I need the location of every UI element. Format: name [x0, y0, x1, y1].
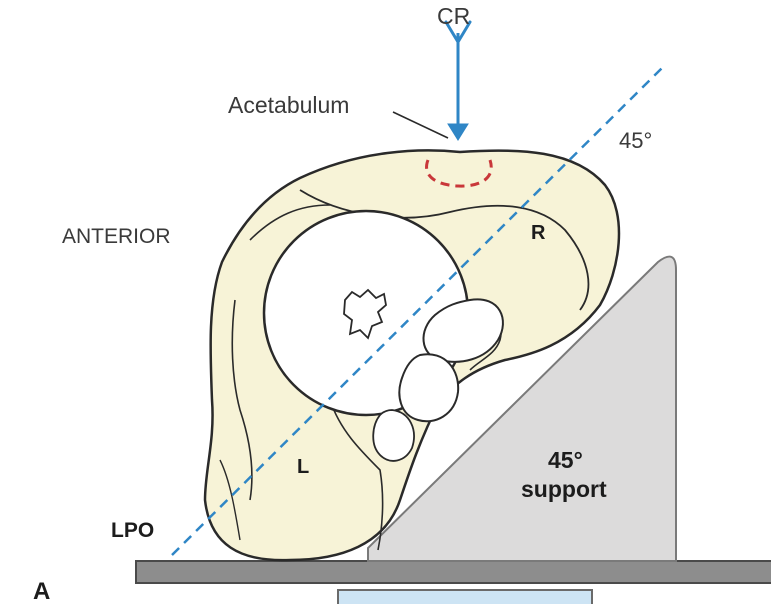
acetabulum-marker [425, 159, 493, 188]
position-label: LPO [111, 519, 155, 542]
image-receptor [337, 589, 593, 609]
support-angle-label: 45° [548, 447, 583, 473]
acetabulum-label: Acetabulum [228, 92, 350, 118]
angle-label: 45° [619, 128, 653, 153]
acetabulum-leader [392, 111, 449, 139]
lower-foramen [372, 409, 415, 462]
panel-label: A [33, 578, 51, 605]
anterior-label: ANTERIOR [62, 225, 171, 248]
support-word-label: support [521, 476, 607, 502]
left-side-label: L [297, 456, 310, 478]
central-ray-arrow-icon [444, 20, 472, 141]
ischial-contour-2 [219, 459, 241, 541]
ischial-foramen [398, 353, 460, 423]
support-wedge [367, 255, 677, 562]
ischial-contour [329, 399, 384, 551]
iliac-contour-2 [249, 204, 331, 241]
right-side-label: R [531, 222, 546, 244]
cr-label: CR [437, 3, 471, 29]
iliac-contour-3 [231, 299, 253, 501]
plane-line [171, 65, 665, 556]
x-ray-table [135, 560, 771, 584]
sacrum-fragment [343, 288, 387, 340]
